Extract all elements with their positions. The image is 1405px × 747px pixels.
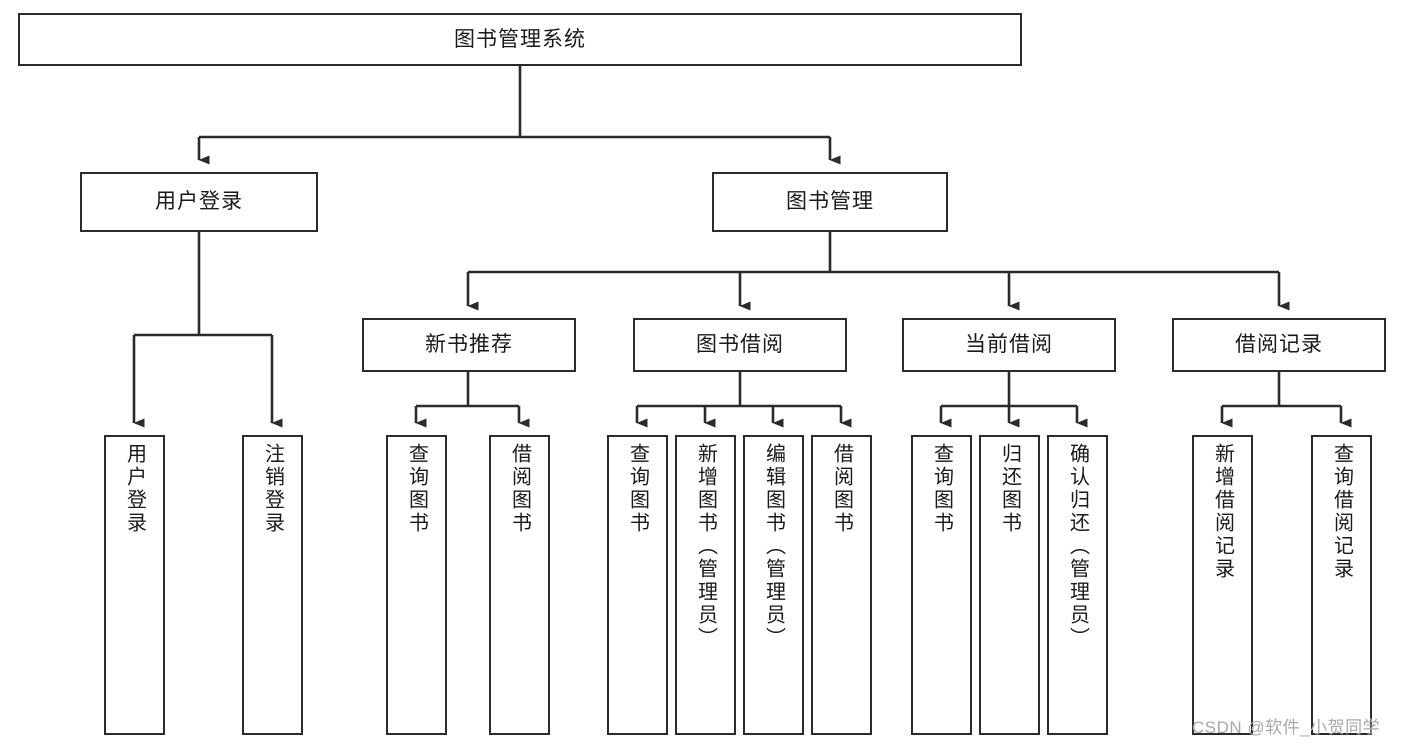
leaf-label: 借阅图书 [830, 443, 853, 535]
leaf-edit-book-admin[interactable]: 编辑图书（管理员） [743, 435, 804, 735]
leaf-label: 用户登录 [123, 443, 146, 535]
leaf-borrow-book[interactable]: 借阅图书 [811, 435, 872, 735]
node-label: 新书推荐 [425, 333, 513, 357]
node-borrow-record[interactable]: 借阅记录 [1172, 318, 1386, 372]
leaf-add-borrow-record[interactable]: 新增借阅记录 [1192, 435, 1253, 735]
node-label: 图书借阅 [696, 333, 784, 357]
leaf-label: 借阅图书 [508, 443, 531, 535]
node-book-borrow[interactable]: 图书借阅 [633, 318, 847, 372]
leaf-label: 新增借阅记录 [1211, 443, 1234, 581]
leaf-label: 注销登录 [261, 443, 284, 535]
node-label: 图书管理系统 [454, 27, 586, 51]
node-current-borrow[interactable]: 当前借阅 [902, 318, 1116, 372]
node-new-book-recommend[interactable]: 新书推荐 [362, 318, 576, 372]
node-root-book-management-system[interactable]: 图书管理系统 [18, 13, 1022, 66]
leaf-query-book-borrow[interactable]: 查询图书 [607, 435, 668, 735]
leaf-label: 查询借阅记录 [1330, 443, 1353, 581]
node-label: 用户登录 [155, 190, 243, 214]
leaf-label: 新增图书（管理员） [694, 443, 717, 650]
leaf-label: 确认归还（管理员） [1066, 443, 1089, 650]
leaf-label: 归还图书 [998, 443, 1021, 535]
leaf-label: 查询图书 [626, 443, 649, 535]
leaf-return-book[interactable]: 归还图书 [979, 435, 1040, 735]
csdn-watermark: CSDN @软件_小贺同学 [1192, 718, 1381, 737]
node-label: 当前借阅 [965, 333, 1053, 357]
leaf-query-borrow-record[interactable]: 查询借阅记录 [1311, 435, 1372, 735]
leaf-borrow-book-recommend[interactable]: 借阅图书 [489, 435, 550, 735]
node-book-management[interactable]: 图书管理 [712, 172, 948, 232]
node-label: 图书管理 [786, 190, 874, 214]
leaf-user-logout[interactable]: 注销登录 [242, 435, 303, 735]
leaf-query-book-current[interactable]: 查询图书 [911, 435, 972, 735]
leaf-label: 编辑图书（管理员） [762, 443, 785, 650]
leaf-add-book-admin[interactable]: 新增图书（管理员） [675, 435, 736, 735]
leaf-label: 查询图书 [405, 443, 428, 535]
node-label: 借阅记录 [1235, 333, 1323, 357]
leaf-query-book-recommend[interactable]: 查询图书 [386, 435, 447, 735]
leaf-label: 查询图书 [930, 443, 953, 535]
node-user-login[interactable]: 用户登录 [80, 172, 318, 232]
leaf-confirm-return-admin[interactable]: 确认归还（管理员） [1047, 435, 1108, 735]
leaf-user-login[interactable]: 用户登录 [104, 435, 165, 735]
